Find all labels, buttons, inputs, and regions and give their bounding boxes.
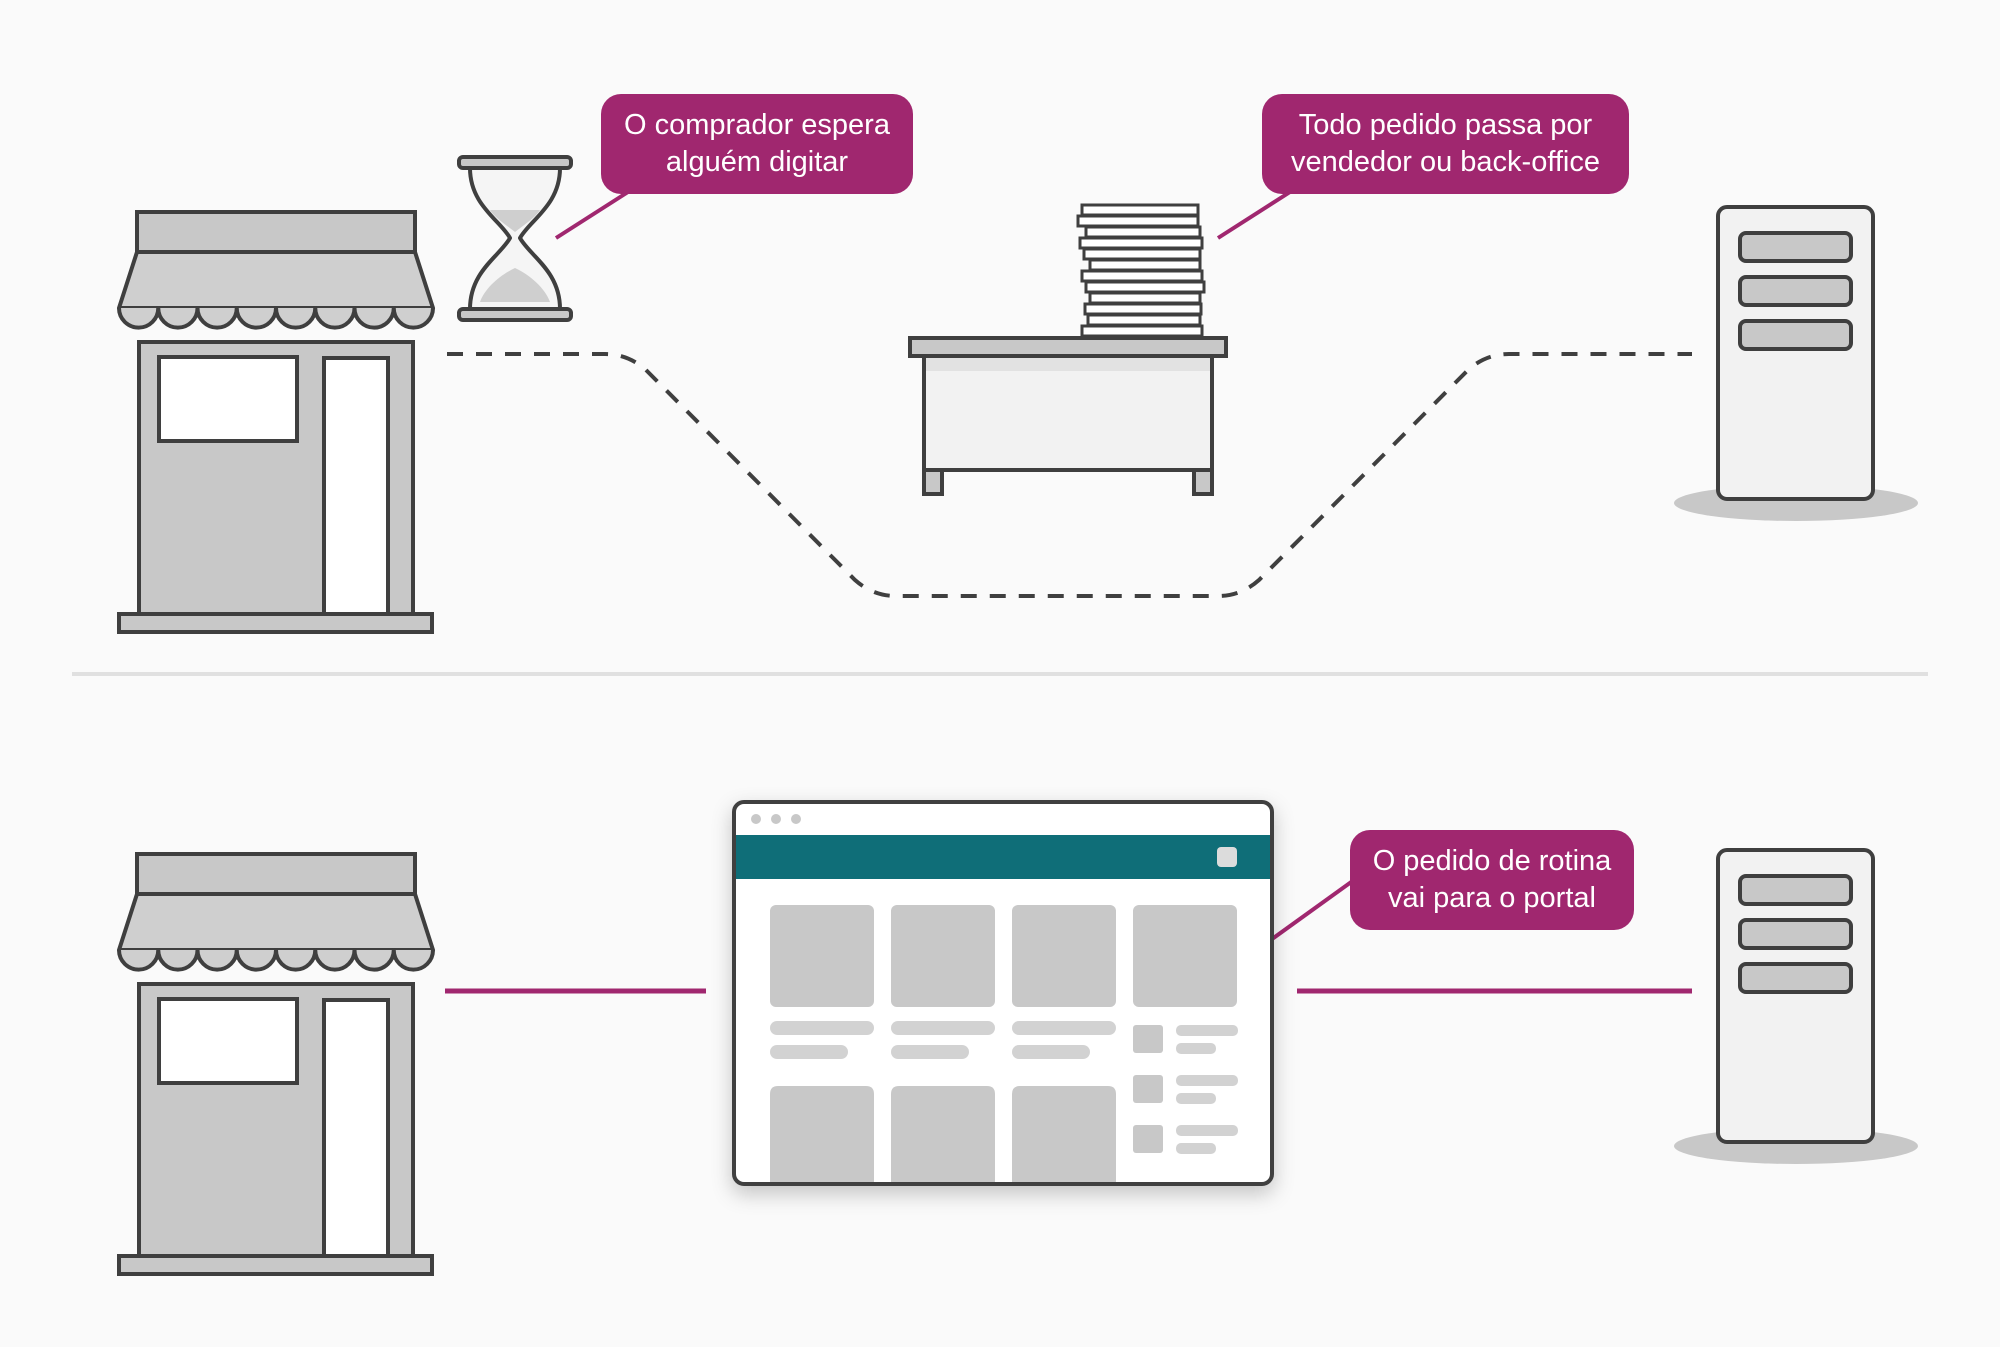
callout-buyer-waits-text: O comprador espera alguém digitar bbox=[624, 109, 890, 178]
desk-with-paper-stack-icon bbox=[908, 203, 1228, 496]
callout-buyer-waits: O comprador espera alguém digitar bbox=[601, 94, 913, 194]
callout-pointer bbox=[1216, 190, 1292, 240]
callout-routine-order-text: O pedido de rotina vai para o portal bbox=[1372, 845, 1612, 914]
callout-every-order: Todo pedido passa por vendedor ou back-o… bbox=[1262, 94, 1629, 194]
callout-routine-order: O pedido de rotina vai para o portal bbox=[1350, 830, 1634, 930]
hourglass-icon bbox=[457, 155, 573, 322]
storefront-icon bbox=[117, 852, 435, 1276]
dashed-manual-route bbox=[447, 352, 1692, 598]
server-tower-icon bbox=[1672, 205, 1920, 523]
callout-pointer bbox=[554, 190, 630, 240]
storefront-icon bbox=[117, 210, 435, 634]
callout-every-order-text: Todo pedido passa por vendedor ou back-o… bbox=[1290, 109, 1600, 178]
browser-window-icon bbox=[732, 800, 1274, 1186]
server-tower-icon bbox=[1672, 848, 1920, 1166]
